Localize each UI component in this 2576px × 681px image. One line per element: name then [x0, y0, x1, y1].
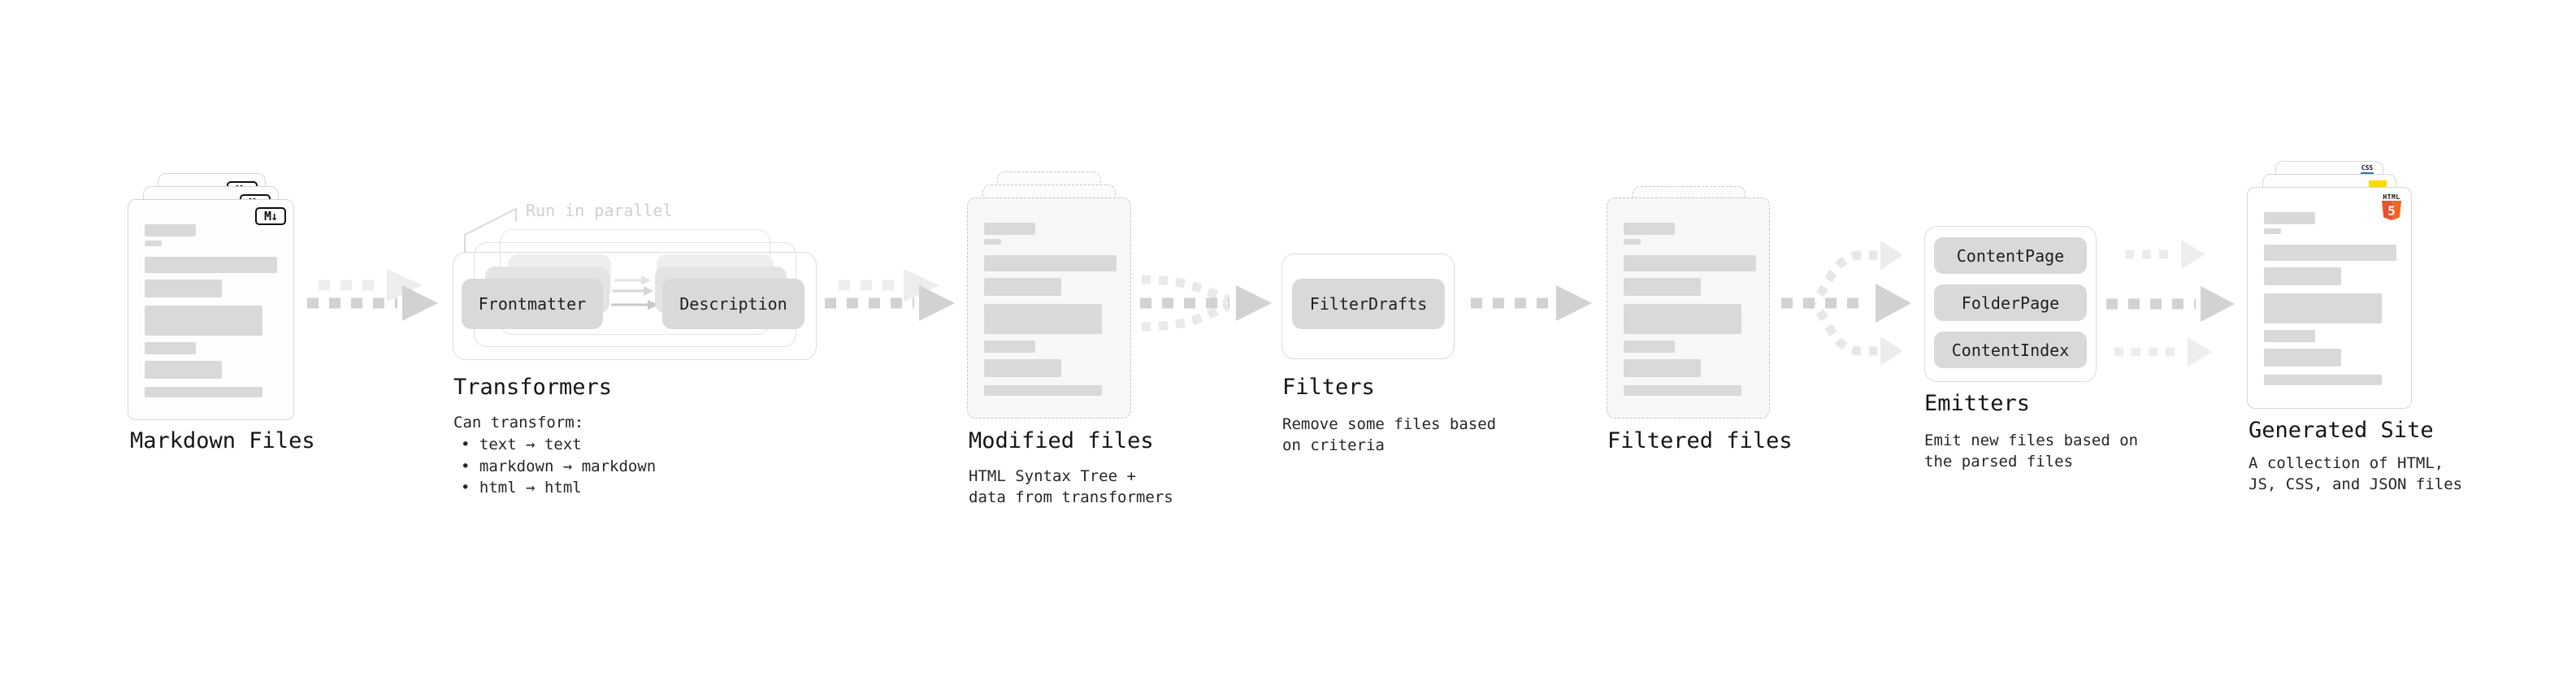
- skeleton-text-line: [984, 385, 1102, 396]
- filters-heading: Filters: [1282, 375, 1375, 400]
- arrow-transformers-to-modified: [825, 269, 955, 321]
- arrowhead: [919, 285, 955, 321]
- skeleton-text-line: [984, 255, 1117, 271]
- filterdrafts-pill: FilterDrafts: [1292, 279, 1445, 329]
- generated-site-caption: A collection of HTML, JS, CSS, and JSON …: [2249, 454, 2463, 493]
- arrow-modified-to-filters-merge: [1140, 275, 1272, 332]
- site-file-card-front: HTML 5: [2247, 187, 2412, 409]
- html5-label: HTML: [2383, 193, 2400, 201]
- arrow-filtered-to-emitters-fanout: [1781, 241, 1911, 366]
- skeleton-text-line: [1624, 278, 1701, 296]
- html5-number: 5: [2387, 203, 2396, 219]
- skeleton-text-line: [1624, 385, 1741, 396]
- arrowhead: [402, 285, 438, 321]
- arrow-markdown-to-transformers: [307, 269, 438, 321]
- contentindex-pill: ContentIndex: [1934, 332, 2087, 368]
- skeleton-text-line: [984, 223, 1035, 235]
- markdown-file-card-front: M↓: [128, 199, 294, 420]
- emitters-caption: Emit new files based on the parsed files: [1924, 432, 2139, 471]
- transformers-bullets: • text → text • markdown → markdown • ht…: [461, 434, 656, 499]
- arrowhead: [2201, 286, 2235, 322]
- arrowhead: [1556, 285, 1592, 321]
- pill-arrowhead-back: [641, 275, 651, 285]
- skeleton-text-line: [145, 280, 222, 297]
- bullet-html-to-html: • html → html: [461, 479, 582, 497]
- skeleton-text-line: [984, 340, 1035, 353]
- filtered-files-label: Filtered files: [1607, 428, 1793, 453]
- skeleton-text-line: [1624, 304, 1741, 334]
- modified-files-label: Modified files: [969, 428, 1154, 453]
- skeleton-text-line: [2264, 349, 2341, 367]
- description-pill: Description: [662, 279, 804, 329]
- arrowhead-bottom-light: [1880, 336, 1903, 366]
- skeleton-text-line: [984, 278, 1061, 296]
- arrows-emitters-to-site: [2106, 240, 2235, 367]
- arrowhead-top-light: [2181, 240, 2205, 269]
- arrowhead-top-light: [1880, 241, 1903, 270]
- arrowhead: [1876, 284, 1911, 323]
- skeleton-text-line: [1624, 340, 1675, 353]
- skeleton-text-line: [2264, 228, 2281, 234]
- filtered-file-card-front: [1607, 197, 1770, 419]
- skeleton-text-line: [145, 387, 262, 397]
- markdown-icon: M↓: [255, 207, 286, 225]
- arrowhead-light: [387, 269, 423, 301]
- skeleton-text-line: [145, 257, 277, 273]
- css-underline: [2361, 172, 2374, 175]
- merge-curve-top: [1141, 275, 1230, 305]
- skeleton-text-line: [1624, 223, 1675, 235]
- shield-right: [2392, 201, 2401, 220]
- skeleton-text-line: [984, 304, 1102, 334]
- emitters-heading: Emitters: [1924, 391, 2031, 416]
- merge-curve-bottom: [1141, 301, 1230, 332]
- skeleton-text-line: [2264, 212, 2315, 224]
- transformers-heading: Transformers: [453, 375, 613, 400]
- skeleton-text-line: [2264, 245, 2396, 261]
- markdown-files-label: Markdown Files: [130, 428, 315, 453]
- arrowhead-bottom-light: [2188, 337, 2212, 367]
- skeleton-text-line: [1624, 255, 1756, 271]
- skeleton-text-line: [984, 239, 1001, 245]
- modified-file-card-front: [967, 197, 1131, 419]
- html5-shield: 5: [2382, 201, 2401, 220]
- pill-arrowhead-mid: [644, 286, 653, 296]
- css-label: CSS: [2361, 164, 2374, 171]
- pill-arrowhead-front: [648, 300, 659, 310]
- css-file-icon: CSS: [2361, 165, 2374, 175]
- modified-files-caption: HTML Syntax Tree + data from transformer…: [969, 467, 1173, 506]
- skeleton-text-line: [145, 361, 222, 379]
- bullet-text-to-text: • text → text: [461, 436, 582, 453]
- bullet-markdown-to-markdown: • markdown → markdown: [461, 457, 657, 475]
- contentpage-pill: ContentPage: [1934, 237, 2087, 274]
- skeleton-text-line: [145, 342, 196, 354]
- frontmatter-pill: Frontmatter: [462, 279, 603, 329]
- skeleton-text-line: [145, 224, 196, 236]
- skeleton-text-line: [1624, 239, 1641, 245]
- skeleton-text-line: [2264, 267, 2341, 285]
- folderpage-pill: FolderPage: [1934, 284, 2087, 321]
- fan-curve-bottom: [1805, 298, 1877, 356]
- transformers-box-front: [453, 252, 817, 360]
- arrowhead: [1236, 285, 1272, 321]
- skeleton-text-line: [2264, 330, 2315, 342]
- skeleton-text-line: [1624, 359, 1701, 377]
- skeleton-text-line: [145, 241, 162, 246]
- arrow-filters-to-filtered: [1471, 285, 1592, 321]
- run-in-parallel-note: Run in parallel: [526, 201, 673, 220]
- fan-curve-top: [1805, 250, 1877, 308]
- generated-site-label: Generated Site: [2249, 418, 2434, 443]
- skeleton-text-line: [984, 359, 1061, 377]
- skeleton-text-line: [2264, 293, 2382, 323]
- js-file-icon: [2369, 180, 2387, 189]
- transformers-caption-title: Can transform:: [453, 414, 584, 432]
- pill-arrows: [611, 275, 659, 310]
- html5-icon: HTML 5: [2381, 193, 2402, 220]
- skeleton-text-line: [145, 306, 262, 336]
- parallel-note-callout-line: [464, 207, 517, 252]
- arrowhead-light: [904, 269, 939, 301]
- filters-caption: Remove some files based on criteria: [1282, 415, 1497, 454]
- skeleton-text-line: [2264, 375, 2382, 385]
